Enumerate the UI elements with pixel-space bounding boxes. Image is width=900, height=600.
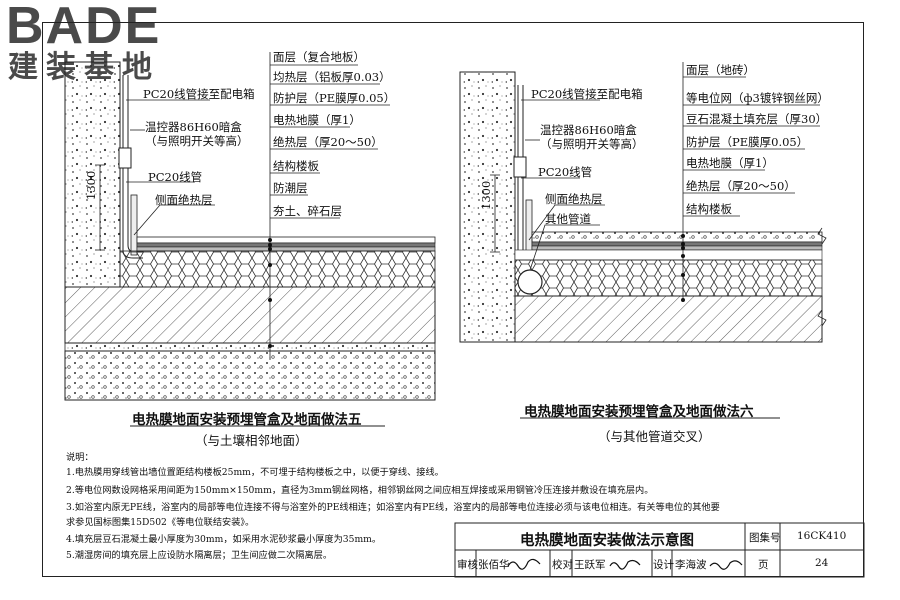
d5-layer-heating-film: 电热地膜（厚1） (273, 113, 361, 127)
title-block-grid (454, 522, 865, 578)
d5-callout-side-insulation: 侧面绝热层 (155, 193, 213, 207)
d6-layer-fill: 豆石混凝土填充层（厚30） (686, 112, 828, 126)
d6-layer-equipotential: 等电位网（ф3镀锌钢丝网） (686, 91, 829, 105)
d6-callout-conduit-to-panel: PC20线管接至配电箱 (531, 87, 643, 101)
page-label: 页 (758, 559, 769, 571)
d6-callout-side-insulation: 侧面绝热层 (545, 192, 603, 206)
logo-main-text: BADE (6, 0, 162, 55)
d6-callout-other-pipe: 其他管道 (545, 212, 591, 226)
d6-dimension: 1300 (479, 180, 493, 210)
note-line-2: 2.等电位网数设网格采用间距为150mm×150mm，直径为3mm钢丝网格，相邻… (66, 485, 654, 496)
note-line-1: 1.电热膜用穿线管出墙位置距结构楼板25mm，不可埋于结构楼板之中，以便于穿线、… (66, 467, 444, 478)
reviewer-name: 张佰华 (478, 559, 510, 571)
detail5-section (64, 52, 436, 427)
d6-callout-thermostat-box: 温控器86H60暗盒 (540, 123, 637, 137)
d5-layer-protect: 防护层（PE膜厚0.05） (273, 91, 396, 105)
review-label: 审核 (457, 559, 478, 571)
d5-layer-slab: 结构楼板 (273, 159, 319, 173)
notes-heading: 说明： (66, 452, 94, 463)
note-line-3b: 求参见国标图集15D502《等电位联结安装》。 (66, 517, 255, 528)
d6-layer-heating-film: 电热地膜（厚1） (686, 156, 774, 170)
atlas-label: 图集号 (749, 532, 781, 544)
d6-subcaption: （与其他管道交叉） (598, 429, 711, 444)
title-block-title: 电热膜地面安装做法示意图 (520, 533, 694, 549)
d6-layer-protect: 防护层（PE膜厚0.05） (686, 135, 809, 149)
d5-caption: 电热膜地面安装预埋管盒及地面做法五 (132, 412, 362, 428)
note-line-3: 3.如浴室内原无PE线，浴室内的局部等电位连接不得与浴室外的PE线相连；如浴室内… (66, 502, 720, 513)
d6-layer-insulation: 绝热层（厚20～50） (686, 179, 796, 193)
check-label: 校对 (552, 559, 573, 571)
drawing-sheet (42, 22, 864, 577)
d5-layer-earth: 夯土、碎石层 (273, 204, 342, 218)
d6-layer-slab: 结构楼板 (686, 202, 732, 216)
d5-layer-insulation: 绝热层（厚20～50） (273, 135, 383, 149)
d5-subcaption: （与土壤相邻地面） (195, 433, 308, 448)
d5-layer-heat-spread: 均热层（铝板厚0.03） (273, 70, 391, 84)
signatures (507, 558, 743, 570)
d5-callout-pc20: PC20线管 (148, 170, 203, 184)
d6-callout-pc20: PC20线管 (538, 165, 593, 179)
d6-callout-thermostat-note: （与照明开关等高） (540, 137, 644, 151)
detail6-section (459, 62, 827, 419)
note-line-5: 5.潮湿房间的填充层上应设防水隔离层；卫生间应做二次隔离层。 (66, 550, 333, 561)
design-label: 设计 (653, 559, 674, 571)
d5-layer-damp: 防潮层 (273, 181, 308, 195)
d6-caption: 电热膜地面安装预埋管盒及地面做法六 (524, 404, 754, 420)
d5-layer-finish: 面层（复合地板） (273, 50, 365, 64)
checker-name: 王跃军 (574, 559, 606, 571)
atlas-number: 16CK410 (797, 530, 847, 542)
page-number: 24 (815, 557, 829, 569)
note-line-4: 4.填充层豆石混凝土最小厚度为30mm，如采用水泥砂浆最小厚度为35mm。 (66, 534, 382, 545)
d5-dimension: 1300 (84, 170, 98, 200)
d5-callout-conduit-to-panel: PC20线管接至配电箱 (143, 87, 255, 101)
d6-layer-finish: 面层（地砖） (686, 63, 755, 77)
d5-callout-thermostat-box: 温控器86H60暗盒 (145, 120, 242, 134)
d5-callout-thermostat-note: （与照明开关等高） (145, 134, 249, 148)
designer-name: 李海波 (675, 559, 707, 571)
